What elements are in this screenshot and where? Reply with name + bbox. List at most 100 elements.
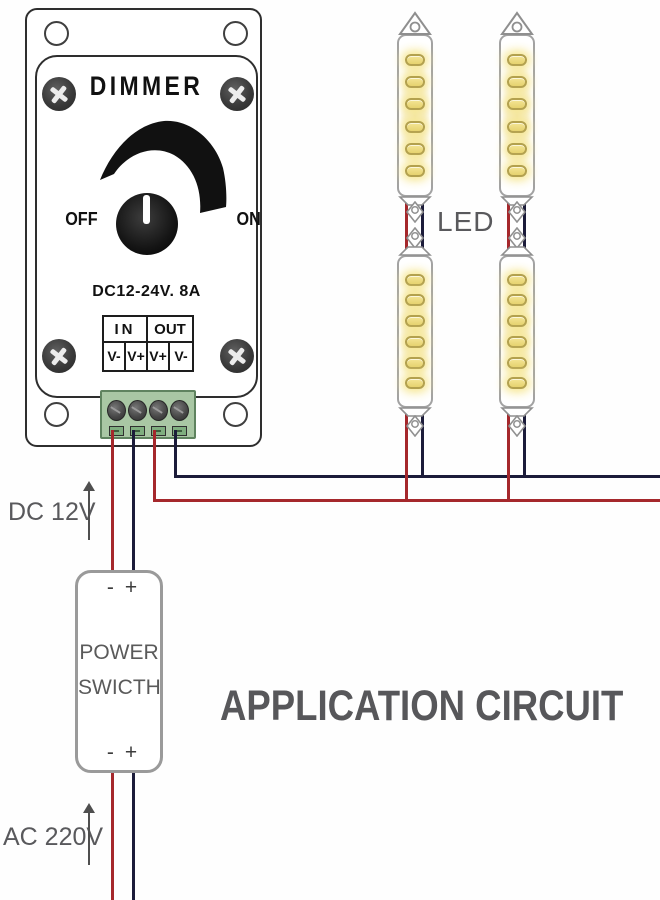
wire-led-b-link-red [507,195,510,256]
led-strip [499,255,535,408]
on-label: ON [236,209,261,229]
terminal-tab [172,426,187,436]
wire-in-red [111,430,114,570]
wire-led-a-link-blue [421,195,424,256]
terminal-tab [130,426,145,436]
dc-arrowhead-icon [83,481,95,491]
led-segment [405,120,425,133]
ac-voltage-label: AC 220V [3,823,104,851]
led-segment [507,377,527,390]
led-segment [507,98,527,111]
power-switch-label-line2: SWICTH [78,676,161,699]
led-segment [507,294,527,307]
terminal-screw-icon [170,400,189,421]
led-segment [405,76,425,89]
led-strip [499,34,535,197]
screw-icon [42,77,76,111]
wire-out-red [153,430,156,502]
bus-blue [174,475,660,478]
strip-end-cap-icon [500,11,534,35]
dial-arc [100,120,227,213]
mounting-hole [223,21,248,46]
strip-cap-icon [398,407,432,417]
led-segment [507,315,527,328]
plus-terminal-label: + [124,741,138,764]
knob-indicator [143,195,150,224]
wire-led-a-link-red [405,195,408,256]
mounting-hole [44,21,69,46]
wire-ac-blue [132,771,135,900]
mounting-hole [223,402,248,427]
led-segment [507,142,527,155]
pin-label: V+ [126,343,148,370]
wire-ac-red [111,771,114,900]
led-segment [405,164,425,177]
terminal-table: IN OUT V- V+ V+ V- [102,315,194,372]
wire-led-a-blue [421,408,424,478]
diagram-title: APPLICATION CIRCUIT [220,682,624,730]
led-segment [405,315,425,328]
led-segment [507,164,527,177]
minus-terminal-label: - [106,741,114,764]
screw-icon [220,339,254,373]
pin-label: V+ [148,343,170,370]
strip-cap-icon [500,246,534,256]
wire-led-b-red [507,408,510,502]
out-header: OUT [148,317,192,343]
wire-in-blue [132,430,135,570]
led-segment [405,356,425,369]
dimmer-module: DIMMER OFF ON DC12-24V. 8A IN OUT V- V+ … [25,8,262,447]
connector-diamond-icon [508,201,526,223]
dimmer-faceplate: DIMMER OFF ON DC12-24V. 8A IN OUT V- V+ … [35,55,261,398]
terminal-screw-icon [107,400,126,421]
led-segment [405,98,425,111]
terminal-screw-icon [149,400,168,421]
power-switch: - + POWER SWICTH - + [75,570,163,773]
dimmer-title: DIMMER [89,71,204,101]
led-segment [405,54,425,67]
minus-terminal-label: - [106,576,114,599]
strip-cap-icon [500,407,534,417]
wire-out-blue [174,430,177,478]
led-segment [405,273,425,286]
off-label: OFF [65,209,98,229]
dimmer-knob [116,193,178,255]
led-segment [507,54,527,67]
led-segment [405,335,425,348]
mounting-hole [44,402,69,427]
led-segment [405,377,425,390]
in-header: IN [104,317,148,343]
led-segment [507,120,527,133]
led-strip [397,34,433,197]
connector-diamond-icon [508,415,526,437]
terminal-screw-icon [128,400,147,421]
pin-label: V- [174,348,188,364]
connector-diamond-icon [406,201,424,223]
led-segment [507,76,527,89]
dc-voltage-label: DC 12V [8,498,96,526]
led-segment [507,273,527,286]
led-label: LED [437,206,495,237]
led-segment [507,335,527,348]
connector-diamond-icon [508,227,526,249]
led-segment [507,356,527,369]
led-segment [405,294,425,307]
led-strip [397,255,433,408]
terminal-tab [151,426,166,436]
screw-icon [220,77,254,111]
rating-label: DC12-24V. 8A [92,283,201,300]
screw-icon [42,339,76,373]
dc-arrow-icon [88,490,90,540]
strip-end-cap-icon [398,11,432,35]
plus-terminal-label: + [124,576,138,599]
led-segment [405,142,425,155]
power-switch-label-line1: POWER [79,641,159,664]
strip-cap-icon [398,246,432,256]
terminal-tab [109,426,124,436]
wire-led-b-link-blue [523,195,526,256]
connector-diamond-icon [406,415,424,437]
ac-arrow-icon [88,812,90,865]
ac-arrowhead-icon [83,803,95,813]
wire-led-a-red [405,408,408,502]
